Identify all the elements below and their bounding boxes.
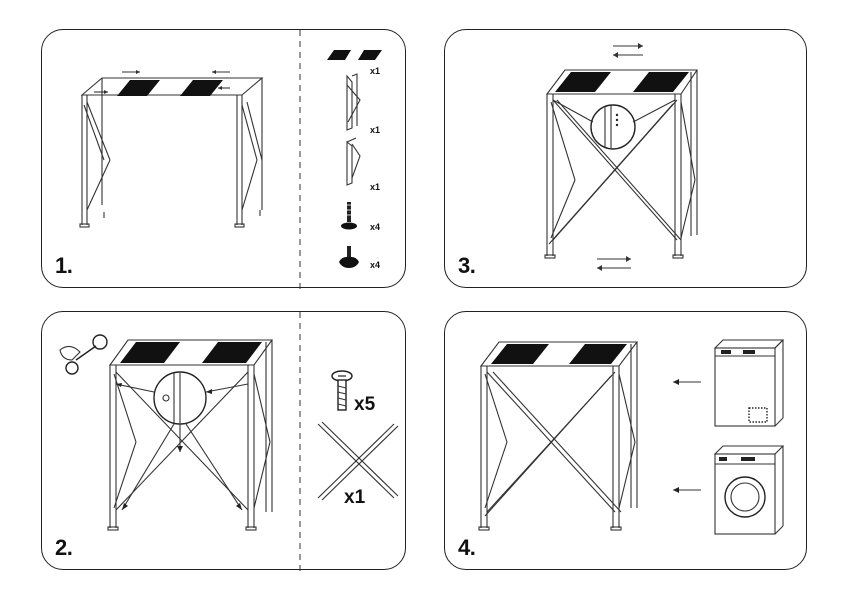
- shelf-pads-icon: [491, 344, 627, 364]
- cross-brace-icon: [317, 421, 399, 501]
- step-2-illustration: [59, 312, 399, 571]
- part-qty-label: x1: [344, 487, 366, 508]
- step-4-illustration: [478, 339, 785, 535]
- slide-arrows-icon: [597, 43, 643, 271]
- step-1-illustration: [79, 30, 382, 289]
- part-qty-label: x1: [370, 66, 381, 76]
- shelf-pads-icon: [117, 80, 223, 96]
- step-1-panel: x1 x1 x1 x4 x4 1.: [41, 29, 406, 289]
- part-qty-label: x4: [370, 260, 381, 270]
- right-frame-icon: [346, 137, 361, 186]
- step-3-illustration: [544, 43, 699, 271]
- foot-knob-icon: [339, 246, 359, 268]
- step-4-panel: 4.: [444, 311, 807, 570]
- step-number: 3.: [458, 253, 476, 278]
- step-3-panel: 3.: [444, 29, 807, 288]
- rack-frame-icon: [107, 339, 274, 531]
- rack-frame-icon: [478, 341, 639, 531]
- part-qty-label: x5: [354, 394, 376, 415]
- step-2-panel: x5 x1 2.: [41, 311, 406, 571]
- shelf-pads-icon: [555, 72, 689, 92]
- arrow-icon: [94, 70, 230, 94]
- part-qty-label: x1: [370, 125, 381, 135]
- dryer-icon: [713, 339, 785, 427]
- foot-screw-icon: [341, 202, 357, 230]
- magnifier-detail-icon: [115, 371, 249, 511]
- rack-frame-icon: [544, 69, 699, 259]
- magnifier-detail-icon: [552, 99, 676, 150]
- step-number: 2.: [55, 535, 73, 560]
- wrench-icon: [59, 334, 108, 375]
- washing-machine-icon: [713, 445, 785, 535]
- rack-frame-icon: [79, 77, 264, 228]
- bolt-icon: [331, 370, 353, 411]
- shelf-pads-icon: [120, 342, 262, 363]
- step-number: 1.: [55, 253, 73, 278]
- shelf-panel-icon: [327, 50, 382, 60]
- step-number: 4.: [458, 535, 476, 560]
- left-frame-icon: [346, 73, 361, 131]
- arrow-icon: [673, 379, 701, 493]
- part-qty-label: x1: [370, 182, 381, 192]
- part-qty-label: x4: [370, 222, 381, 232]
